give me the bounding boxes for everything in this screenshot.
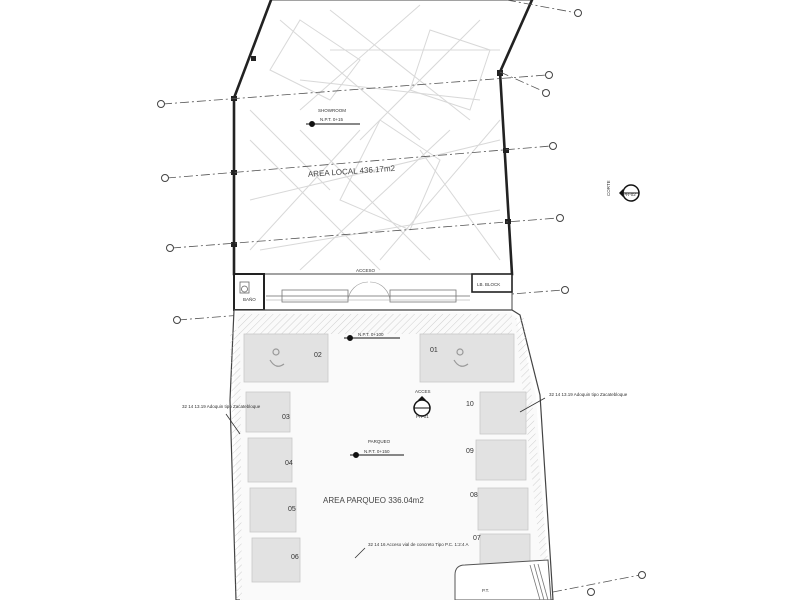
roof-pattern [249,4,501,271]
level-markers [306,121,404,458]
local-area-boundary [233,0,533,275]
grid-bubbles [157,9,646,596]
note-left: 32 14 13.19 Adoquin tipo Zacatebloque [182,404,261,409]
parking-room-level: N.P.T. 0+150 [364,449,390,454]
bottom-tag: P.T. [482,588,489,593]
parking-room-label: PARQUEO [368,439,391,444]
parking-top-level: N.P.T. 0+100 [358,332,384,337]
stall-number: 09 [466,448,474,455]
side-tag-code: PR-02 [623,192,636,197]
stall-number: 04 [285,460,293,467]
side-tag-text: CORTE [606,180,611,196]
stall-number: 10 [466,401,474,408]
block-room [471,273,513,293]
showroom-label: SHOWROOM [318,108,346,113]
stall-number: 01 [430,347,438,354]
showroom-level: N.P.T. 0+15 [320,117,344,122]
accessible-stall-symbols [269,348,469,367]
parking-area-label: AREA PARQUEO 336.04m2 [323,496,424,505]
stall-number: 02 [314,352,322,359]
stall-number: 07 [473,535,481,542]
driveway-curb [454,559,552,600]
stall-number-group: 02 01 03 10 04 09 05 08 06 07 [282,347,481,561]
bath-label: BAÑO [243,296,256,302]
stall-number: 05 [288,506,296,513]
note-bottom: 32 14 16 Acceso vial de concreto Tipo P.… [368,542,468,547]
section-tag-ramp [413,396,431,417]
block-label: LB. BLOCK [477,282,500,287]
access-label: ACCESO [356,268,376,273]
stall-number: 06 [291,554,299,561]
hatched-borders [230,314,552,600]
stall-number: 08 [470,492,478,499]
stall-number: 03 [282,414,290,421]
section-tag-side [619,184,640,202]
ramp-tag-text: ACCES [415,389,431,394]
note-leaders [225,397,546,559]
parking-stalls [243,333,531,583]
transition-zone [233,273,513,311]
note-right: 32 14 13.19 Adoquin tipo Zacatebloque [549,392,628,397]
ramp-tag-code: PR-01 [416,414,429,419]
